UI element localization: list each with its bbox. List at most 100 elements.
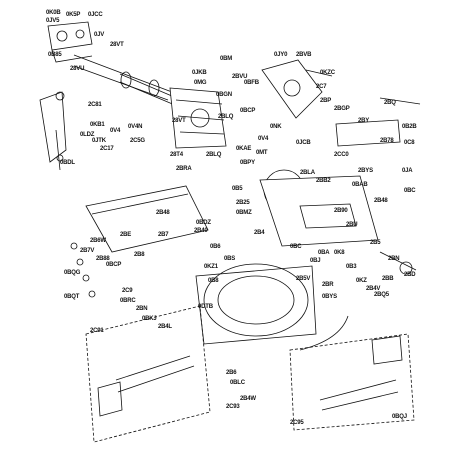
part-callout: 2BR (322, 282, 334, 288)
part-callout: 2B40 (194, 228, 208, 234)
part-callout: 2C95 (290, 420, 304, 426)
part-callout: 0B6 (210, 244, 221, 250)
part-callout: 2BE (120, 232, 132, 238)
part-callout: 2B48 (156, 210, 170, 216)
part-callout: 0KB1 (90, 122, 105, 128)
part-callout: 2B78 (380, 138, 394, 144)
part-callout: 0JY0 (274, 52, 288, 58)
extension-right-part (289, 333, 415, 431)
part-callout: 2BB (382, 276, 394, 282)
part-callout: 0B3 (346, 264, 357, 270)
part-callout: 2BVU (232, 74, 248, 80)
part-callout: 2B8 (134, 252, 145, 258)
part-callout: 2BD (404, 272, 416, 278)
handle-part (39, 91, 67, 171)
part-callout: 0B2B (402, 124, 417, 130)
part-callout: 2BVB (296, 52, 312, 58)
part-callout: 0NK (270, 124, 282, 130)
part-callout: 0BM (220, 56, 233, 62)
part-callout: 2C5G (130, 138, 145, 144)
part-callout: 2BP (320, 98, 332, 104)
part-callout: 0KAE (236, 146, 252, 152)
part-callout: 2CC0 (334, 152, 349, 158)
part-callout: 2BLA (300, 170, 315, 176)
part-callout: 0BQG (64, 270, 81, 276)
part-callout: 2BLQ (218, 114, 234, 120)
part-callout: 0BFB (244, 80, 259, 86)
part-callout: 0BC (404, 188, 416, 194)
part-callout: 0B8 (208, 278, 219, 284)
part-callout: 0JV5 (46, 18, 60, 24)
part-callout: 2B4L (158, 324, 172, 330)
part-callout: 2B5 (370, 240, 381, 246)
part-callout: 2B7 (158, 232, 169, 238)
part-callout: 2BGP (334, 106, 350, 112)
part-callout: 2C17 (100, 146, 114, 152)
part-callout: 0BCP (240, 108, 256, 114)
part-callout: 2B25 (236, 200, 250, 206)
part-callout: 28T4 (170, 152, 183, 158)
turntable-part (195, 263, 317, 345)
part-callout: 0B5 (232, 186, 243, 192)
part-callout: 2BYS (358, 168, 373, 174)
shaft-part (73, 54, 187, 109)
part-callout: 0BDL (60, 160, 75, 166)
part-callout: 0BQT (64, 294, 80, 300)
part-callout: 0BKJ (142, 316, 157, 322)
fence-part (85, 185, 209, 253)
extension-left-part (85, 305, 211, 443)
part-callout: 0JCC (88, 12, 103, 18)
part-callout: 0K5P (66, 12, 81, 18)
part-callout: 0BPY (240, 160, 255, 166)
part-callout: 2C93 (226, 404, 240, 410)
part-callout: 0BLC (230, 380, 245, 386)
part-callout: 2B6 (226, 370, 237, 376)
part-callout: 2B7V (80, 248, 95, 254)
part-callout: 2B4 (254, 230, 265, 236)
part-callout: 0KZ1 (204, 264, 218, 270)
part-callout: 2B6W (90, 238, 106, 244)
part-callout: 0BRC (120, 298, 136, 304)
part-callout: 0DTB (198, 304, 213, 310)
part-callout: 0BC (290, 244, 302, 250)
part-callout: 0B85 (48, 52, 62, 58)
part-callout: 2C91 (90, 328, 104, 334)
part-callout: 0JA (402, 168, 413, 174)
part-callout: 2B90 (334, 208, 348, 214)
part-callout: 2C7 (316, 84, 327, 90)
part-callout: 2BN (388, 256, 400, 262)
part-callout: 0BAB (352, 182, 368, 188)
part-callout: 0BDZ (196, 220, 211, 226)
part-callout: 0V4 (258, 136, 269, 142)
screw-set-part (70, 242, 96, 298)
part-callout: 28VU (70, 66, 85, 72)
part-callout: 0MG (194, 80, 207, 86)
part-callout: 2B4V (366, 286, 381, 292)
part-callout: 0BYS (322, 294, 337, 300)
part-callout: 2BRA (176, 166, 192, 172)
part-callout: 2BQ5 (374, 292, 389, 298)
part-callout: 0KZC (320, 70, 335, 76)
arm-bracket-part (335, 97, 421, 147)
part-callout: 2BLQ (206, 152, 222, 158)
part-callout: 2BN (136, 306, 148, 312)
part-callout: 0MT (256, 150, 268, 156)
blade-guard-part (261, 59, 333, 119)
part-callout: 2C81 (88, 102, 102, 108)
part-callout: 28VT (172, 118, 186, 124)
part-callout: 0BGN (216, 92, 232, 98)
part-callout: 28VT (110, 42, 124, 48)
part-callout: 0BA (318, 250, 330, 256)
part-callout: 0JTK (92, 138, 106, 144)
part-callout: 0JCB (296, 140, 311, 146)
part-callout: 2BB2 (316, 178, 331, 184)
part-callout: 2BU (346, 222, 358, 228)
part-callout: 0BS (224, 256, 236, 262)
part-callout: 2B5V (296, 276, 311, 282)
part-callout: 2BY (358, 118, 370, 124)
base-frame-part (259, 175, 379, 247)
part-callout: 0BMZ (236, 210, 252, 216)
part-callout: 0JV (94, 32, 105, 38)
part-callout: 0JKB (192, 70, 207, 76)
